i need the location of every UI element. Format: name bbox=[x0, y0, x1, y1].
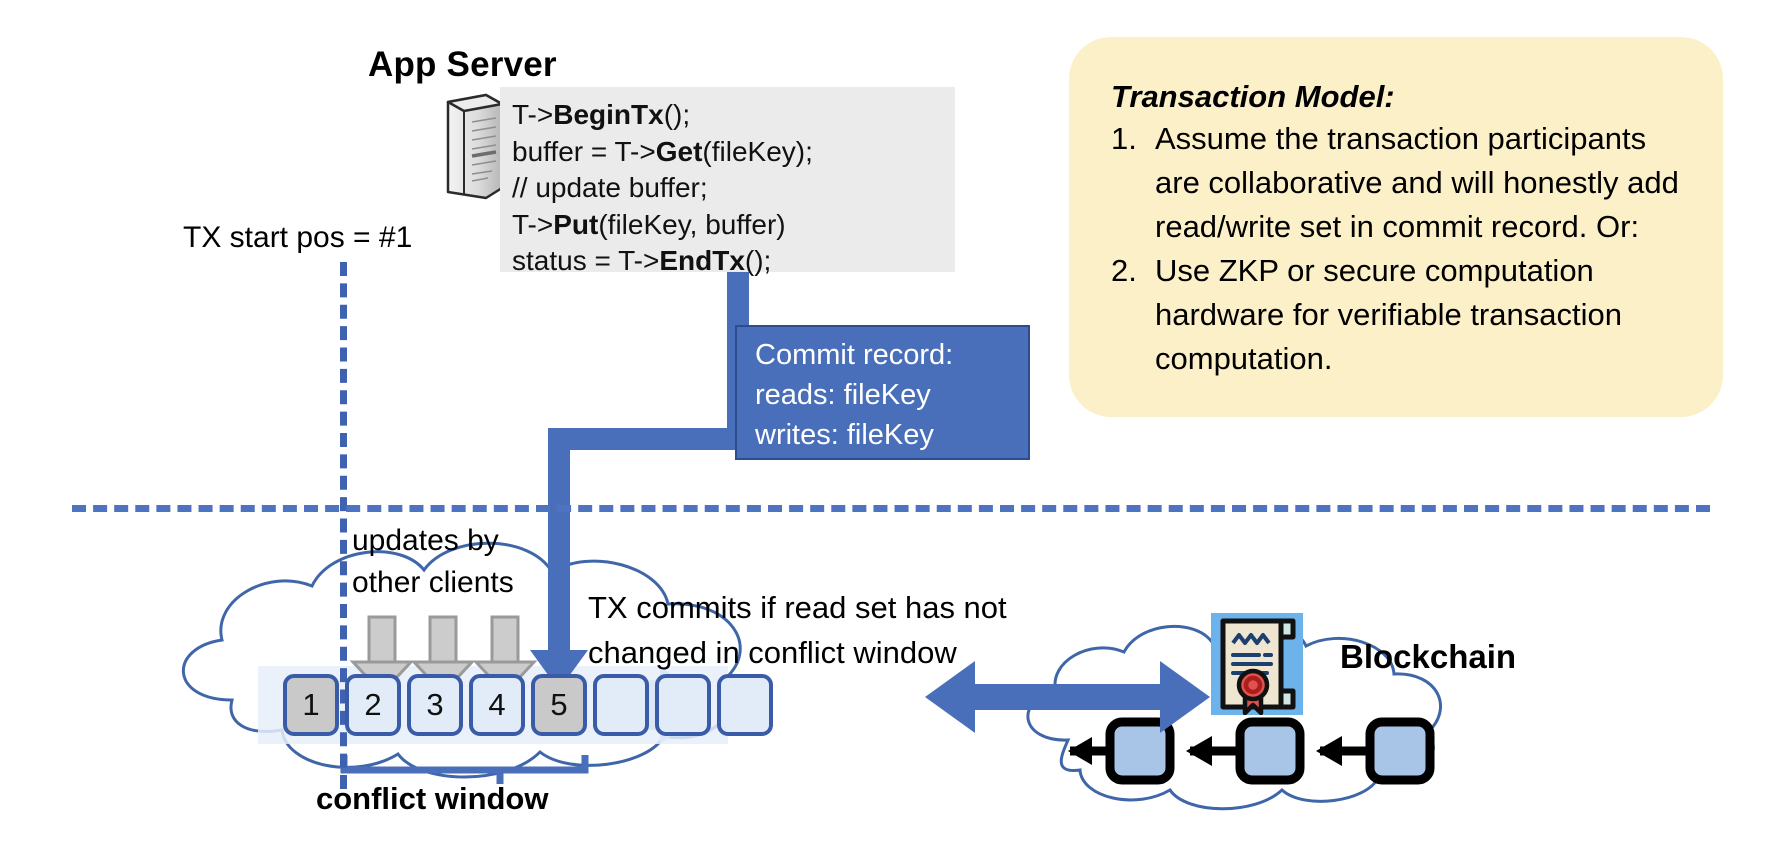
transaction-model-callout: Transaction Model: 1. Assume the transac… bbox=[1069, 37, 1723, 417]
updates-label-line1: updates by bbox=[352, 524, 499, 557]
updates-label-line2: other clients bbox=[352, 566, 514, 599]
log-block[interactable]: 4 bbox=[469, 674, 525, 736]
tx-commits-line1: TX commits if read set has not bbox=[588, 590, 1007, 625]
commit-record-box: Commit record: reads: fileKey writes: fi… bbox=[735, 325, 1030, 460]
conflict-window-label: conflict window bbox=[316, 781, 549, 816]
log-block[interactable]: 3 bbox=[407, 674, 463, 736]
list-text: Assume the transaction participants are … bbox=[1155, 121, 1679, 244]
commit-record-line: reads: fileKey bbox=[755, 379, 931, 411]
tx-commits-caption: TX commits if read set has not changed i… bbox=[588, 585, 1007, 675]
code-line: status = T->EndTx(); bbox=[512, 245, 772, 276]
transaction-model-item: 2. Use ZKP or secure computation hardwar… bbox=[1111, 249, 1697, 381]
blockchain-blocks bbox=[1068, 717, 1435, 785]
code-line: // update buffer; bbox=[512, 172, 708, 203]
blockchain-label: Blockchain bbox=[1340, 638, 1517, 675]
code-line: T->Put(fileKey, buffer) bbox=[512, 208, 786, 240]
log-block[interactable]: 5 bbox=[531, 674, 587, 736]
transaction-model-heading: Transaction Model: bbox=[1111, 79, 1395, 114]
certificate-seal-icon bbox=[1211, 613, 1303, 715]
log-block[interactable]: 1 bbox=[283, 674, 339, 736]
client-storage-boundary-line bbox=[72, 505, 1710, 512]
log-block[interactable] bbox=[655, 674, 711, 736]
transaction-model-item: 1. Assume the transaction participants a… bbox=[1111, 117, 1697, 249]
chain-arrow bbox=[1316, 736, 1370, 766]
chain-arrow bbox=[1186, 736, 1240, 766]
list-number: 2. bbox=[1111, 253, 1137, 288]
list-text: Use ZKP or secure computation hardware f… bbox=[1155, 253, 1622, 376]
tx-commits-line2: changed in conflict window bbox=[588, 635, 957, 670]
code-snippet-panel: T->BeginTx(); buffer = T->Get(fileKey); … bbox=[500, 87, 955, 276]
app-server-title: App Server bbox=[368, 45, 557, 84]
list-number: 1. bbox=[1111, 121, 1137, 156]
server-tower-icon bbox=[446, 93, 504, 200]
chain-arrow bbox=[1068, 737, 1110, 765]
commit-record-line: writes: fileKey bbox=[755, 419, 934, 451]
log-block[interactable] bbox=[593, 674, 649, 736]
code-line: buffer = T->Get(fileKey); bbox=[512, 135, 813, 167]
log-block[interactable]: 2 bbox=[345, 674, 401, 736]
tx-start-pos-label: TX start pos = #1 bbox=[183, 221, 413, 254]
shared-log-block-strip: 1 2 3 4 5 bbox=[283, 674, 773, 736]
tx-start-dashed-line bbox=[340, 262, 347, 789]
code-line: T->BeginTx(); bbox=[512, 99, 691, 130]
updates-by-other-clients-label: updates by other clients bbox=[352, 520, 514, 604]
conflict-window-brace bbox=[340, 755, 589, 784]
log-block[interactable] bbox=[717, 674, 773, 736]
commit-record-line: Commit record: bbox=[755, 339, 954, 371]
